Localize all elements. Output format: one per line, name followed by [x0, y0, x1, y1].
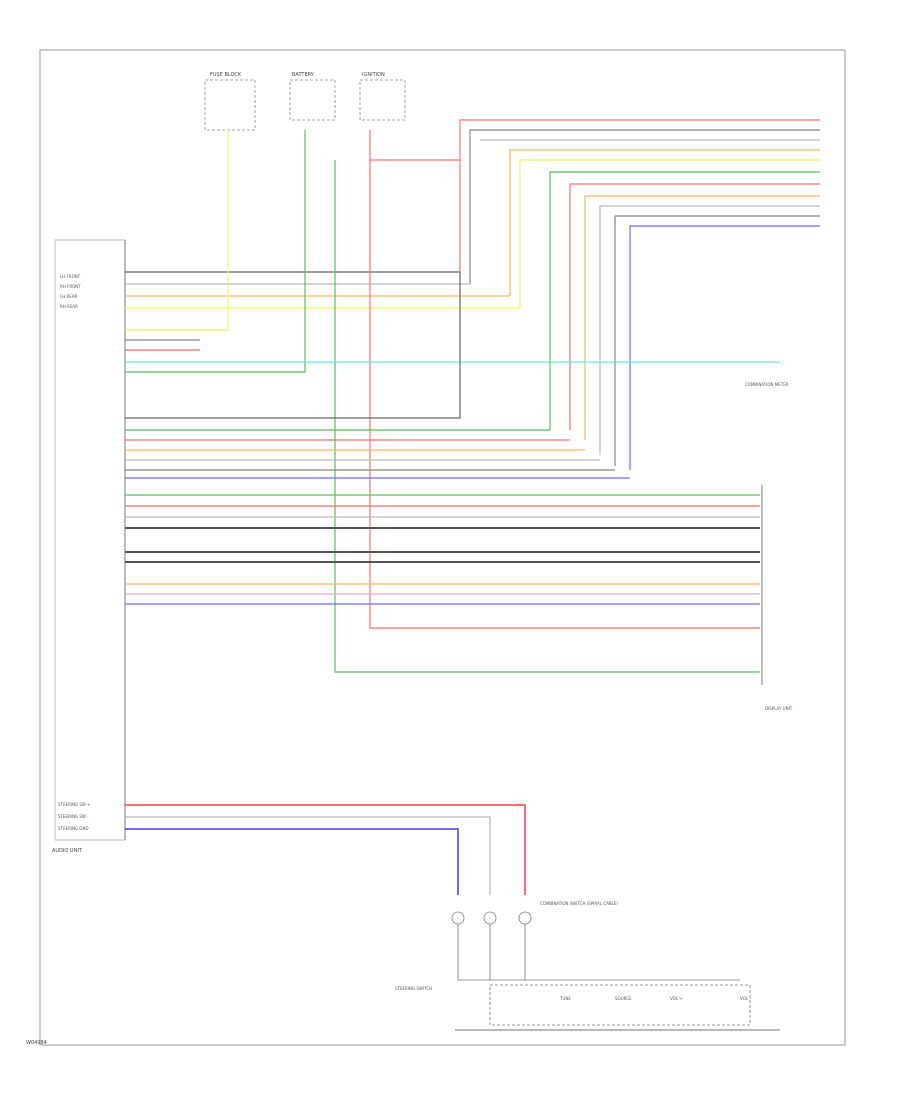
combination-meter-label: COMBINATION METER — [745, 382, 789, 387]
fuse-box-1 — [204, 79, 256, 131]
green-power-wire — [125, 130, 306, 373]
yellow-power-wire — [125, 130, 229, 331]
mid-wire-group — [125, 272, 630, 479]
steering-label-1: STEERING SW + — [58, 802, 90, 807]
speaker-label-4: RH REAR — [60, 304, 78, 309]
audio-unit-box — [54, 239, 126, 841]
red-long-wire — [369, 130, 760, 629]
speaker-label-3: LH REAR — [60, 294, 78, 299]
steering-switch-label: STEERING SWITCH — [395, 986, 432, 991]
combination-switch-label: COMBINATION SWITCH (SPIRAL CABLE) — [540, 901, 618, 906]
display-wire-group — [125, 494, 760, 605]
steering-label-3: STEERING GND — [58, 826, 89, 831]
fuse-box-3 — [359, 79, 406, 121]
speaker-label-1: LH FRONT — [60, 274, 81, 279]
diagram-border — [39, 49, 846, 1046]
green-lower-wire — [334, 160, 760, 673]
combination-switch-symbols — [451, 911, 751, 1026]
audio-unit-label: AUDIO UNIT — [52, 848, 83, 854]
speaker-label-2: RH FRONT — [60, 284, 81, 289]
switch-label-source: SOURCE — [615, 996, 632, 1001]
diagram-code: W04984 — [26, 1040, 47, 1046]
steering-label-2: STEERING SW - — [58, 814, 89, 819]
fuse-label-1: FUSE BLOCK — [210, 72, 242, 78]
switch-label-vol-up: VOL + — [670, 996, 683, 1001]
fuse-box-2 — [289, 79, 336, 121]
upper-wire-group — [125, 119, 820, 470]
fuse-label-3: IGNITION — [362, 72, 385, 78]
switch-label-tune: TUNE — [559, 996, 571, 1001]
steering-wire-group — [125, 804, 526, 895]
switch-label-vol-down: VOL - — [740, 996, 751, 1001]
fuse-label-2: BATTERY — [292, 72, 315, 78]
display-unit-label: DISPLAY UNIT — [765, 706, 793, 711]
